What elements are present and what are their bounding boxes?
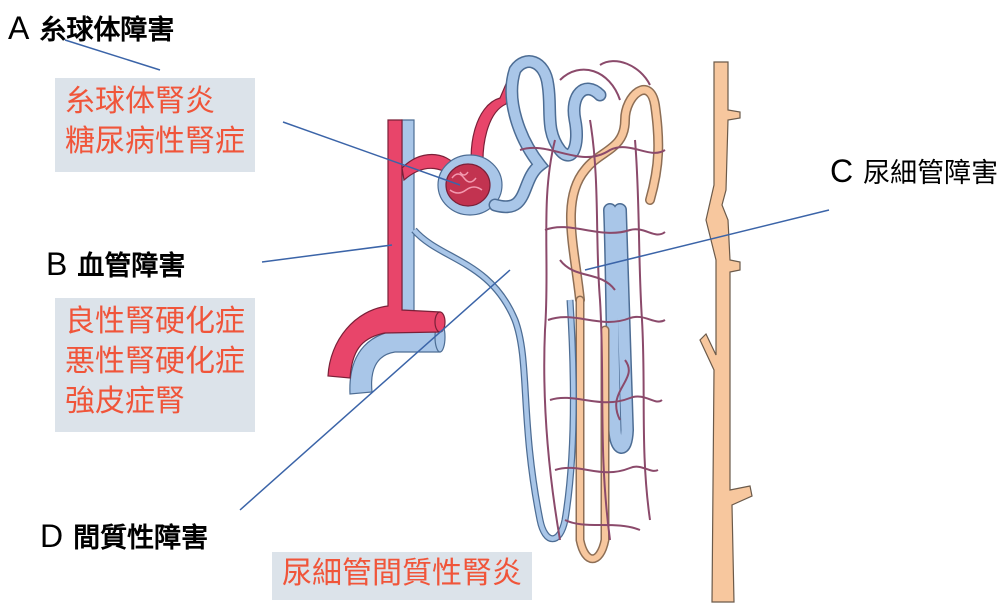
disease-item: 強皮症腎 — [65, 382, 245, 422]
label-a-text: 糸球体障害 — [39, 15, 174, 46]
collecting-duct — [700, 62, 752, 602]
disease-item: 糖尿病性腎症 — [65, 122, 245, 162]
disease-item: 糸球体腎炎 — [65, 82, 245, 122]
label-d-text: 間質性障害 — [73, 523, 208, 554]
label-b-letter: B — [46, 246, 67, 282]
vascular-disease-box: 良性腎硬化症 悪性腎硬化症 強皮症腎 — [55, 298, 255, 432]
label-d: D 間質性障害 — [40, 520, 208, 552]
interstitial-disease-box: 尿細管間質性腎炎 — [272, 552, 532, 600]
capillary-network — [520, 61, 665, 540]
glomerular-disease-box: 糸球体腎炎 糖尿病性腎症 — [55, 78, 255, 172]
disease-item: 良性腎硬化症 — [65, 302, 245, 342]
label-b: B 血管障害 — [46, 248, 185, 280]
artery — [328, 70, 518, 378]
disease-item: 悪性腎硬化症 — [65, 342, 245, 382]
label-c-text: 尿細管障害 — [863, 158, 998, 189]
label-b-text: 血管障害 — [77, 251, 185, 282]
label-a-letter: A — [8, 10, 29, 46]
disease-item: 尿細管間質性腎炎 — [282, 554, 522, 594]
label-d-letter: D — [40, 518, 63, 554]
label-c: C 尿細管障害 — [830, 155, 998, 187]
pointer-glomerulus-line — [283, 122, 460, 185]
label-c-letter: C — [830, 153, 853, 189]
renal-tubules — [495, 62, 658, 559]
label-a: A 糸球体障害 — [8, 12, 174, 44]
pointer-b-line — [262, 245, 392, 262]
vasa-recta — [414, 230, 573, 539]
pointer-d-line — [240, 270, 510, 510]
